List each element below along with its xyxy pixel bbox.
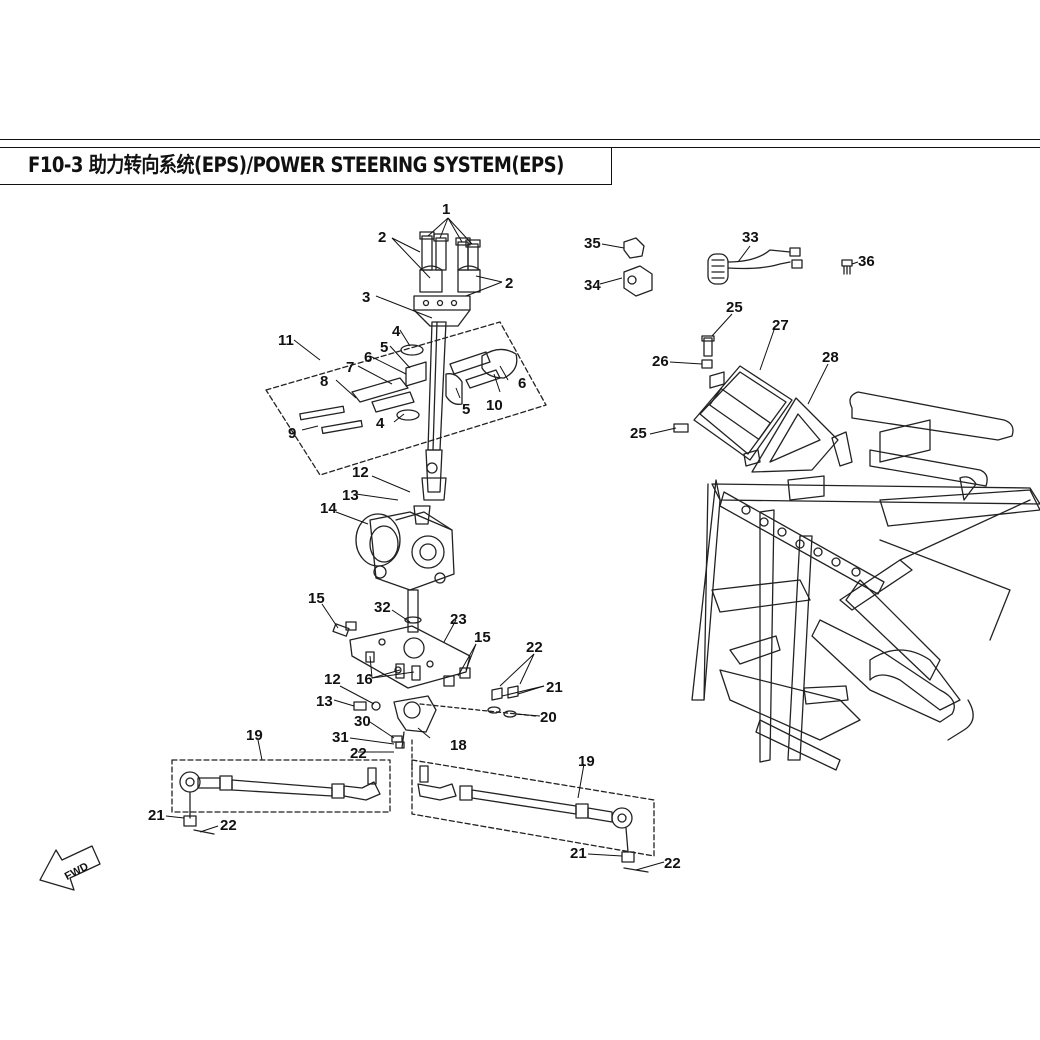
callout-5: 5	[462, 401, 470, 418]
callout-21: 21	[570, 845, 587, 862]
callout-33: 33	[742, 229, 759, 246]
callout-26: 26	[652, 353, 669, 370]
nuts-washers	[353, 685, 519, 749]
callout-13: 13	[316, 693, 333, 710]
callout-34: 34	[584, 277, 601, 294]
callout-13: 13	[342, 487, 359, 504]
left-tie-rod	[179, 767, 381, 835]
shaft-seal-32	[404, 616, 422, 624]
clip-36	[841, 259, 853, 275]
right-tie-rod-dashed-box	[411, 759, 655, 857]
callout-6: 6	[518, 375, 526, 392]
column-bracket-parts	[299, 344, 518, 435]
callout-32: 32	[374, 599, 391, 616]
leader-line	[419, 703, 537, 717]
callout-4: 4	[376, 415, 385, 432]
callout-30: 30	[354, 713, 371, 730]
ecu-module	[693, 365, 793, 467]
callout-25: 25	[630, 425, 647, 442]
callout-21: 21	[546, 679, 563, 696]
callout-19: 19	[578, 753, 595, 770]
callout-6: 6	[364, 349, 372, 366]
callout-36: 36	[858, 253, 875, 270]
callout-11: 11	[278, 332, 294, 349]
callout-20: 20	[540, 709, 557, 726]
eps-motor-unit	[355, 505, 455, 591]
callout-22: 22	[664, 855, 681, 872]
callout-22: 22	[526, 639, 543, 656]
callout-10: 10	[486, 397, 503, 414]
left-tie-rod-dashed-box	[171, 759, 391, 813]
pitman-arm	[393, 695, 437, 749]
top-rule-line	[0, 139, 1040, 140]
output-shaft	[407, 589, 419, 633]
callout-27: 27	[772, 317, 789, 334]
callout-2: 2	[378, 229, 386, 246]
callout-28: 28	[822, 349, 839, 366]
diagram-title: F10-3 助力转向系统(EPS)/POWER STEERING SYSTEM(…	[28, 153, 564, 177]
ecu-bolts	[673, 335, 715, 433]
callout-4: 4	[392, 323, 401, 340]
callout-19: 19	[246, 727, 263, 744]
clamp-bolts	[419, 231, 481, 271]
callout-3: 3	[362, 289, 370, 306]
callout-14: 14	[320, 500, 337, 517]
callout-12: 12	[352, 464, 369, 481]
steering-column	[421, 321, 447, 501]
callout-2: 2	[505, 275, 513, 292]
ecu-bracket	[751, 397, 853, 501]
callout-18: 18	[450, 737, 467, 754]
callout-9: 9	[288, 425, 296, 442]
callout-5: 5	[380, 339, 388, 356]
callout-23: 23	[450, 611, 467, 628]
group-11-dashed-box	[265, 321, 547, 476]
mount-plate	[349, 625, 471, 689]
damper-34	[623, 265, 653, 297]
callout-21: 21	[148, 807, 165, 824]
fwd-label: FWD	[63, 860, 91, 882]
leader-lines	[165, 217, 859, 871]
callout-8: 8	[320, 373, 328, 390]
callout-22: 22	[350, 745, 367, 762]
callout-25: 25	[726, 299, 743, 316]
right-tie-rod	[417, 765, 649, 873]
callout-1: 1	[442, 201, 450, 218]
wiring-harness	[707, 247, 803, 285]
fwd-arrow-icon	[39, 845, 101, 891]
callout-15: 15	[474, 629, 491, 646]
callout-12: 12	[324, 671, 341, 688]
callouts: 1 2 2 3 11 4 5 6 7 8 9 4 6 10 5 12 13 14…	[148, 201, 875, 872]
rubber-grommet-35	[623, 237, 645, 259]
callout-35: 35	[584, 235, 601, 252]
callout-16: 16	[356, 671, 373, 688]
callout-7: 7	[346, 359, 354, 376]
top-plate-gusset	[413, 309, 471, 327]
title-rule-line	[0, 147, 1040, 148]
callout-22: 22	[220, 817, 237, 834]
frame-structure	[691, 391, 1040, 771]
callout-15: 15	[308, 590, 325, 607]
callout-31: 31	[332, 729, 349, 746]
